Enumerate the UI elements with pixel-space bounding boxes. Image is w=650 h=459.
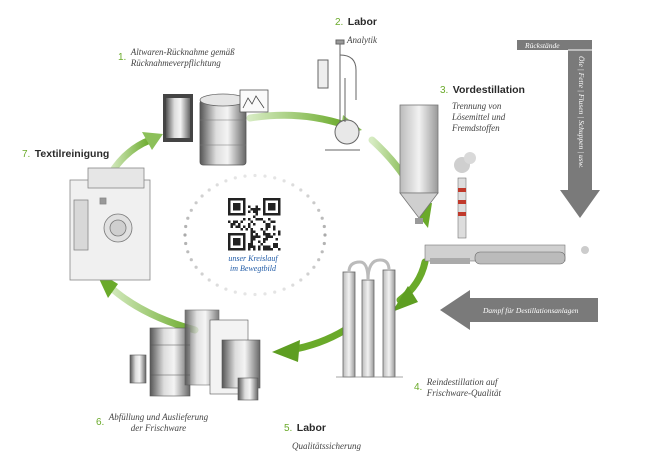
step-7-number: 7. — [22, 149, 31, 160]
step-3-label: 3. Vordestillation Trennung von Lösemitt… — [440, 80, 525, 134]
dotted-ring — [183, 173, 327, 297]
step-3-title: Vordestillation — [452, 84, 525, 96]
step-4-number: 4. — [414, 382, 423, 393]
ring-dot — [317, 258, 321, 262]
ring-dot — [233, 176, 237, 180]
ring-dot — [215, 183, 219, 187]
fresh-product-barrels-icon — [129, 309, 261, 401]
step-2-title: Labor — [347, 16, 377, 28]
ring-dot — [184, 241, 188, 246]
ring-dot — [306, 272, 310, 276]
returned-containers-icon — [163, 89, 269, 166]
cycle-arrowhead-3 — [392, 286, 418, 312]
ring-dot — [207, 278, 211, 282]
residues-label: Rückstände — [525, 41, 560, 50]
ring-dot — [194, 265, 198, 269]
qr-caption[interactable]: unser Kreislauf im Bewegtbild — [228, 254, 278, 273]
ring-dot — [253, 292, 257, 297]
ring-dot — [282, 287, 286, 291]
ring-dot — [273, 290, 277, 294]
ring-dot — [299, 278, 303, 282]
pre-distillation-plant-icon — [399, 104, 589, 265]
ring-dot — [189, 258, 193, 262]
step-3-subtitle: Trennung von Lösemittel und Fremdstoffen — [452, 101, 506, 133]
ring-dot — [200, 272, 204, 276]
ring-dot — [322, 224, 326, 229]
ring-dot — [184, 224, 188, 229]
ring-dot — [233, 290, 237, 294]
steam-arrow — [440, 290, 598, 330]
residue-items-text: Öle | Fette | Flusen | Schuppen | usw. — [577, 56, 586, 169]
step-2-number: 2. — [335, 17, 344, 28]
residues-arrow — [517, 40, 600, 218]
ring-dot — [200, 194, 204, 198]
ring-dot — [322, 241, 326, 246]
ring-dot — [291, 283, 295, 287]
ring-dot — [253, 173, 257, 178]
ring-dot — [263, 174, 267, 178]
step-5-number: 5. — [284, 423, 293, 434]
ring-dot — [317, 208, 321, 212]
ring-dot — [291, 183, 295, 187]
step-2-label: 2. Labor Analytik — [335, 12, 377, 48]
qr-code-icon — [226, 196, 283, 253]
ring-dot — [243, 174, 247, 178]
step-7-title: Textilreinigung — [34, 148, 110, 160]
step-5-subtitle: Qualitätssicherung — [292, 441, 361, 451]
ring-dot — [207, 188, 211, 192]
ring-dot — [186, 250, 190, 254]
step-2-subtitle: Analytik — [347, 35, 377, 45]
ring-dot — [273, 176, 277, 180]
cycle-arc-1 — [246, 111, 349, 129]
ring-dot — [224, 287, 228, 291]
ring-dot — [224, 179, 228, 183]
distillation-columns-icon — [336, 258, 403, 378]
ring-dot — [306, 194, 310, 198]
ring-dot — [215, 283, 219, 287]
ring-dot — [189, 208, 193, 212]
ring-dot — [183, 233, 187, 237]
step-4-subtitle: Reindestillation auf Frischware-Qualität — [426, 377, 501, 398]
ring-dot — [323, 233, 327, 237]
lab-apparatus-icon — [317, 39, 360, 151]
step-6-number: 6. — [96, 417, 105, 428]
step-3-number: 3. — [440, 85, 449, 96]
cycle-arc-5 — [104, 281, 199, 334]
step-6-label: 6. Abfüllung und Auslieferung der Frisch… — [96, 412, 208, 434]
step-4-label: 4. Reindestillation auf Frischware-Quali… — [414, 377, 501, 399]
step-1-subtitle: Altwaren-Rücknahme gemäß Rücknahmeverpfl… — [130, 47, 235, 68]
step-1-number: 1. — [118, 52, 127, 63]
ring-dot — [186, 216, 190, 220]
step-1-label: 1. Altwaren-Rücknahme gemäß Rücknahmever… — [118, 47, 235, 69]
ring-dot — [194, 201, 198, 205]
ring-dot — [320, 216, 324, 220]
ring-dot — [263, 292, 267, 296]
step-5-label: 5. Labor Qualitätssicherung — [284, 418, 361, 454]
ring-dot — [299, 188, 303, 192]
ring-dot — [312, 201, 316, 205]
step-5-title: Labor — [296, 422, 326, 434]
ring-dot — [243, 292, 247, 296]
dry-cleaning-machine-icon — [69, 167, 151, 281]
step-6-subtitle: Abfüllung und Auslieferung der Frischwar… — [108, 412, 209, 433]
ring-dot — [282, 179, 286, 183]
ring-dot — [320, 250, 324, 254]
ring-dot — [312, 265, 316, 269]
cycle-arrowhead-6 — [142, 132, 163, 150]
cycle-arrowhead-4 — [272, 340, 300, 362]
step-7-label: 7. Textilreinigung — [22, 144, 109, 162]
steam-label: Dampf für Destillationsanlagen — [483, 306, 579, 315]
